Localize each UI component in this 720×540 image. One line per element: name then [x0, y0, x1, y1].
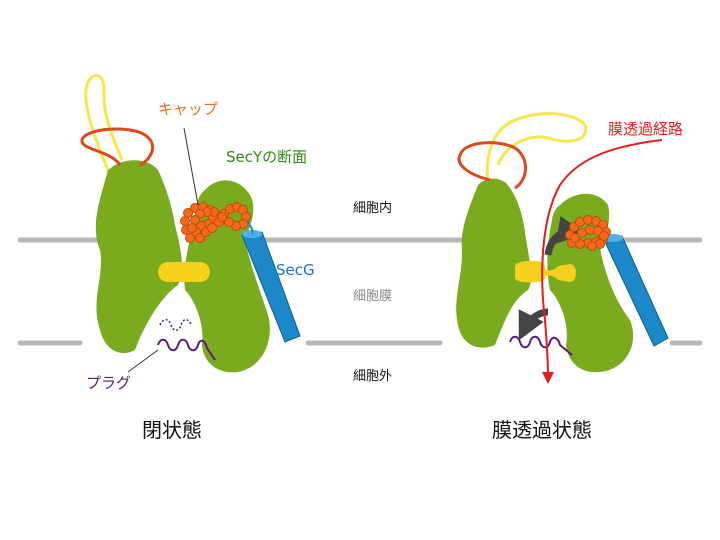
yellow-loop-open — [485, 112, 588, 186]
cap-beads-closed — [180, 202, 251, 243]
cap-bead — [224, 217, 234, 227]
cap-loop-open — [457, 141, 527, 190]
pore-ring-closed — [158, 262, 210, 282]
cap-loop-closed — [80, 127, 155, 167]
cap-bead — [599, 231, 609, 241]
plug-coil-closed-upper — [159, 319, 192, 331]
cap-label: キャップ — [158, 100, 219, 118]
cap-bead — [183, 208, 193, 218]
cap-bead — [185, 233, 195, 243]
cap-bead — [207, 223, 217, 233]
plug-move-arrow — [518, 308, 549, 341]
plug-coil-closed — [157, 338, 216, 361]
secg-label: SecG — [276, 261, 315, 279]
plug-pointer-line — [127, 349, 159, 373]
cap-bead — [570, 233, 580, 243]
open-state-diagram — [456, 112, 669, 384]
notch-closed — [135, 285, 202, 358]
cap-bead — [195, 233, 205, 243]
translocation-path-arrow — [541, 139, 663, 384]
cap-beads-open — [565, 215, 611, 251]
cap-bead — [187, 223, 197, 233]
secg-helix-open — [603, 234, 669, 347]
cytoplasm-label: 細胞内 — [353, 201, 393, 216]
cap-bead — [587, 241, 597, 251]
pore-ring-open — [515, 260, 545, 283]
cap-pointer-line — [183, 127, 199, 206]
closed-state-caption: 閉状態 — [142, 418, 202, 442]
translocation-path-label: 膜透過経路 — [608, 120, 684, 138]
extracellular-label: 細胞外 — [353, 369, 393, 384]
yellow-loop-closed — [84, 73, 124, 176]
secy-left-half-open — [456, 178, 532, 348]
membrane-lines — [17, 237, 703, 346]
secy-section-label: SecYの断面 — [226, 148, 308, 166]
cap-bead — [217, 212, 227, 222]
open-state-caption: 膜透過状態 — [492, 418, 592, 442]
plug-label: プラグ — [86, 374, 132, 392]
membrane-label: 細胞膜 — [353, 289, 393, 304]
